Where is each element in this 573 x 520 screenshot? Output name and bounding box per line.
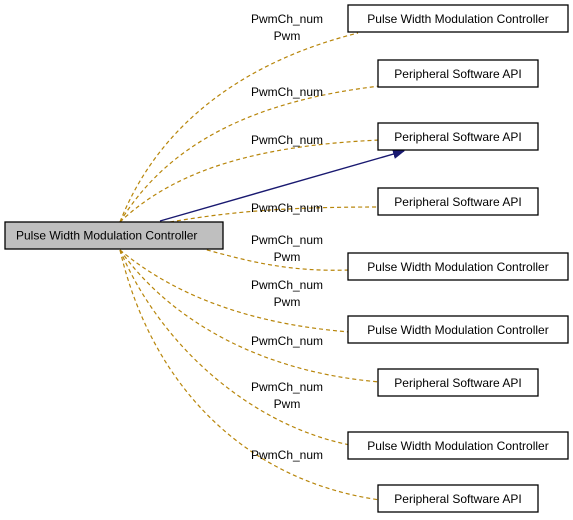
edge-label: Pwm	[274, 295, 301, 309]
node-label: Pulse Width Modulation Controller	[367, 323, 548, 337]
edge-label: PwmCh_num	[251, 85, 323, 99]
node-box-2[interactable]: Peripheral Software API	[377, 59, 539, 88]
node-box-4[interactable]: Peripheral Software API	[377, 187, 539, 216]
edge-label: PwmCh_num	[251, 12, 323, 26]
node-box-frame	[377, 187, 539, 216]
node-label: Peripheral Software API	[394, 67, 521, 81]
edge-usage	[119, 32, 359, 223]
node-root-label: Pulse Width Modulation Controller	[16, 229, 197, 243]
edge-label: PwmCh_num	[251, 278, 323, 292]
node-box-frame	[347, 315, 569, 344]
edge-labels: PwmCh_numPwmPwmCh_numPwmCh_numPwmCh_numP…	[251, 12, 323, 462]
edge-label: PwmCh_num	[251, 448, 323, 462]
node-box-3[interactable]: Peripheral Software API	[377, 122, 539, 151]
node-root-box	[4, 221, 224, 250]
node-box-frame	[347, 252, 569, 281]
node-box-frame	[377, 59, 539, 88]
nodes: Pulse Width Modulation ControllerPeriphe…	[347, 4, 569, 513]
node-box-6[interactable]: Pulse Width Modulation Controller	[347, 315, 569, 344]
node-label: Peripheral Software API	[394, 195, 521, 209]
edge-usage	[119, 249, 381, 383]
edge-usage	[119, 249, 351, 446]
edge-label: PwmCh_num	[251, 233, 323, 247]
edge-label: Pwm	[274, 397, 301, 411]
edge-usage	[169, 206, 381, 223]
edge-label: PwmCh_num	[251, 133, 323, 147]
node-box-frame	[377, 122, 539, 151]
edge-usage	[119, 249, 351, 333]
node-label: Peripheral Software API	[394, 130, 521, 144]
node-box-frame	[347, 4, 569, 33]
edge-usage	[119, 139, 381, 223]
node-box-frame	[347, 431, 569, 460]
edge-usage	[199, 247, 351, 271]
node-box-9[interactable]: Peripheral Software API	[377, 484, 539, 513]
edge-usage	[119, 249, 381, 501]
node-box-frame	[377, 368, 539, 397]
edge-usage	[119, 85, 381, 223]
node-box-frame	[377, 484, 539, 513]
node-root[interactable]: Pulse Width Modulation Controller	[4, 221, 224, 250]
edge-label: Pwm	[274, 29, 301, 43]
node-label: Pulse Width Modulation Controller	[367, 12, 548, 26]
node-label: Pulse Width Modulation Controller	[367, 260, 548, 274]
edge-inheritance-arrow	[159, 149, 405, 222]
node-label: Peripheral Software API	[394, 376, 521, 390]
node-box-1[interactable]: Pulse Width Modulation Controller	[347, 4, 569, 33]
edge-label: PwmCh_num	[251, 380, 323, 394]
edge-label: Pwm	[274, 250, 301, 264]
node-box-5[interactable]: Pulse Width Modulation Controller	[347, 252, 569, 281]
edge-label: PwmCh_num	[251, 201, 323, 215]
node-box-8[interactable]: Pulse Width Modulation Controller	[347, 431, 569, 460]
edges	[119, 32, 405, 501]
node-label: Peripheral Software API	[394, 492, 521, 506]
edge-label: PwmCh_num	[251, 334, 323, 348]
node-label: Pulse Width Modulation Controller	[367, 439, 548, 453]
node-box-7[interactable]: Peripheral Software API	[377, 368, 539, 397]
